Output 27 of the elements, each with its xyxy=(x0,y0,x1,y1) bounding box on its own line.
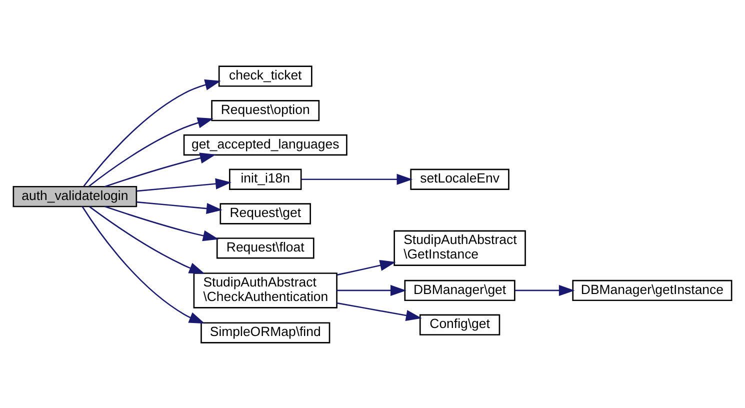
arrow xyxy=(136,178,232,192)
node-box: check_ticket xyxy=(218,65,312,86)
arrow xyxy=(301,173,413,184)
arrow xyxy=(104,205,219,241)
arrow xyxy=(104,152,216,187)
arrow xyxy=(88,116,214,187)
arrow xyxy=(515,284,575,296)
node-box: get_accepted_languages xyxy=(183,134,348,156)
node-box: init_i18n xyxy=(229,168,302,190)
arrow xyxy=(83,78,221,186)
node-box: DBManager\get xyxy=(404,279,516,301)
node-box: Request\float xyxy=(216,237,314,258)
arrow xyxy=(336,302,422,320)
arrow xyxy=(89,206,205,274)
node-box: auth_validatelogin xyxy=(12,185,138,207)
arrow xyxy=(136,200,222,214)
node-box: SimpleORMap\find xyxy=(200,322,330,343)
node-box: StudipAuthAbstract \GetInstance xyxy=(394,230,526,266)
arrow xyxy=(337,284,406,296)
node-box: StudipAuthAbstract \CheckAuthentication xyxy=(193,272,338,308)
arrow xyxy=(82,206,205,324)
node-box: Request\option xyxy=(211,100,320,121)
node-box: setLocaleEnv xyxy=(410,168,510,190)
node-box: Config\get xyxy=(419,314,500,335)
node-box: DBManager\getInstance xyxy=(572,279,732,301)
node-box: Request\get xyxy=(220,202,311,224)
arrow xyxy=(336,259,396,276)
